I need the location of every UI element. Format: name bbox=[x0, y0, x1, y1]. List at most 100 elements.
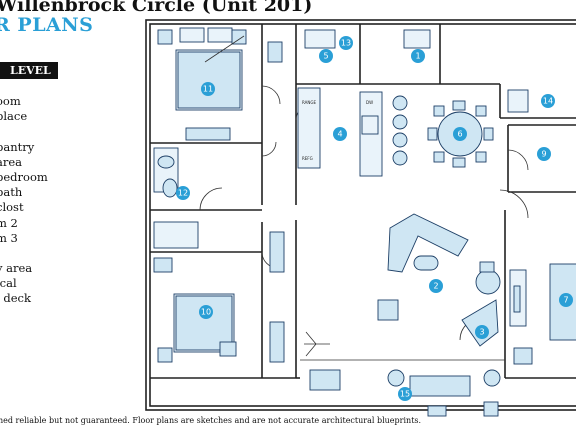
stool bbox=[392, 114, 408, 130]
ottoman bbox=[413, 255, 439, 271]
dishwasher-label: DW bbox=[366, 100, 373, 105]
room-badge: 12 bbox=[176, 186, 190, 200]
room-badge: 13 bbox=[339, 36, 353, 50]
table bbox=[427, 405, 447, 417]
room-badge: 15 bbox=[398, 387, 412, 401]
kitchen: RANGE REFG DW bbox=[297, 87, 408, 177]
door-swing bbox=[499, 189, 529, 219]
outer-wall bbox=[145, 19, 576, 411]
chair bbox=[479, 261, 495, 273]
sofa bbox=[409, 375, 471, 397]
door-swing bbox=[261, 141, 277, 157]
stool bbox=[392, 150, 408, 166]
dresser bbox=[185, 127, 231, 141]
shelf bbox=[304, 29, 336, 49]
room-badge: 14 bbox=[541, 94, 555, 108]
room-badge-label: 10 bbox=[201, 308, 211, 317]
range-label: RANGE bbox=[302, 100, 316, 105]
side-table bbox=[475, 269, 501, 295]
bed-cover bbox=[175, 295, 233, 351]
master-bedroom bbox=[157, 27, 283, 141]
armchair bbox=[377, 299, 399, 321]
room-badge-label: 3 bbox=[479, 328, 484, 337]
legend-item: l deck bbox=[0, 291, 31, 306]
legend-item: area bbox=[0, 154, 23, 169]
door-swing bbox=[199, 187, 223, 211]
disclaimer: ned reliable but not guaranteed. Floor p… bbox=[0, 416, 422, 425]
chair bbox=[513, 347, 533, 365]
room-badge: 4 bbox=[333, 127, 347, 141]
bed-cover bbox=[177, 51, 241, 109]
pillow bbox=[179, 27, 205, 43]
walls bbox=[145, 19, 576, 411]
room-badge: 5 bbox=[319, 49, 333, 63]
room-badge: 1 bbox=[411, 49, 425, 63]
nightstand bbox=[157, 347, 173, 363]
room-badge-label: 6 bbox=[457, 130, 462, 139]
legend-item: y area bbox=[0, 261, 33, 276]
chair bbox=[433, 105, 445, 117]
page-title: Willenbrock Circle (Unit 201) bbox=[0, 0, 313, 16]
legend-item: bath bbox=[0, 185, 23, 200]
room-badge: 3 bbox=[475, 325, 489, 339]
shelf bbox=[403, 29, 431, 49]
room-badge: 7 bbox=[559, 293, 573, 307]
stool bbox=[392, 95, 408, 111]
room-badge: 10 bbox=[199, 305, 213, 319]
chair bbox=[427, 127, 438, 141]
bathtub bbox=[153, 221, 199, 249]
outer-wall-inner bbox=[149, 23, 576, 407]
room-legend: oom place pantry area bedroom bath clost… bbox=[0, 94, 48, 307]
room-badge-label: 9 bbox=[541, 150, 546, 159]
bench bbox=[309, 369, 341, 391]
room-badge-label: 15 bbox=[400, 390, 410, 399]
pantry-closets: FURN bbox=[304, 29, 529, 113]
legend-item: oom bbox=[0, 94, 21, 108]
pillow bbox=[207, 27, 233, 43]
deck bbox=[304, 331, 501, 417]
planter bbox=[387, 369, 405, 387]
level-heading-label: LEVEL bbox=[10, 64, 51, 77]
bathroom bbox=[153, 147, 199, 249]
room-badge: 11 bbox=[201, 82, 215, 96]
desk bbox=[269, 321, 285, 363]
door-swing bbox=[261, 85, 281, 105]
second-bedroom bbox=[153, 231, 285, 363]
chair bbox=[475, 105, 487, 117]
room-badge: 9 bbox=[537, 147, 551, 161]
ceiling-fan bbox=[304, 331, 330, 357]
room-badge: 6 bbox=[453, 127, 467, 141]
chair bbox=[475, 151, 487, 163]
legend-item: place bbox=[0, 109, 28, 124]
sectional-sofa bbox=[387, 213, 469, 273]
legend-item: m 2 bbox=[0, 215, 18, 230]
room-badge-label: 5 bbox=[323, 52, 328, 61]
furnace bbox=[507, 89, 529, 113]
room-badge-label: 12 bbox=[178, 189, 188, 198]
chair bbox=[452, 157, 466, 168]
legend-item: m 3 bbox=[0, 230, 18, 245]
room-badge-label: 1 bbox=[415, 52, 420, 61]
chair bbox=[483, 401, 499, 417]
chair bbox=[433, 151, 445, 163]
legend-item: clost bbox=[0, 200, 24, 215]
nightstand bbox=[219, 341, 237, 357]
living-room bbox=[377, 213, 527, 347]
chair bbox=[452, 100, 466, 111]
fireplace-insert bbox=[513, 285, 521, 313]
nightstand bbox=[153, 257, 173, 273]
room-badge: 2 bbox=[429, 279, 443, 293]
counter bbox=[297, 87, 321, 169]
sink bbox=[157, 155, 175, 169]
chair bbox=[483, 127, 494, 141]
planter bbox=[483, 369, 501, 387]
legend-item: pantry bbox=[0, 139, 35, 154]
nightstand bbox=[157, 29, 173, 45]
sink bbox=[361, 115, 379, 135]
room-badge-label: 11 bbox=[203, 85, 213, 94]
shelves bbox=[269, 231, 285, 273]
room-badge-label: 14 bbox=[543, 97, 553, 106]
ceiling-fan bbox=[204, 35, 245, 63]
